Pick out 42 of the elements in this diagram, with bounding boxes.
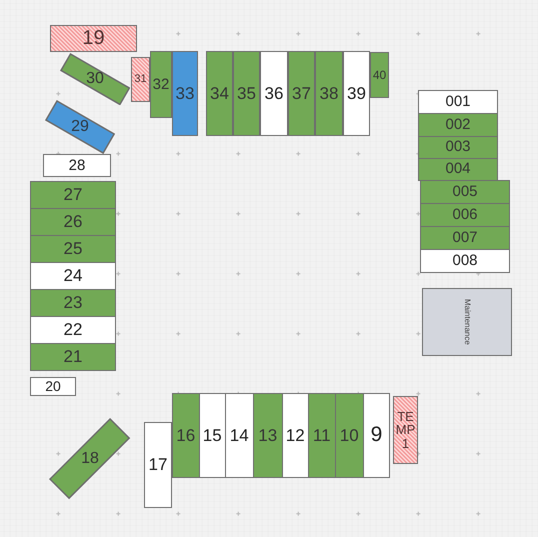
stall: 23	[30, 289, 116, 317]
maintenance-area: Maintenance	[422, 288, 512, 356]
stall: 18	[49, 418, 131, 500]
stall: 004	[418, 158, 498, 180]
stall: 10	[335, 393, 364, 478]
stall: 005	[420, 180, 510, 204]
stall: 9	[363, 393, 390, 478]
stall: 37	[288, 51, 315, 136]
stall: 21	[30, 343, 116, 371]
stall: 15	[199, 393, 226, 478]
stall: 002	[418, 113, 498, 136]
stall: 30	[60, 52, 130, 106]
stall: 003	[418, 136, 498, 158]
stall: 36	[260, 51, 288, 136]
stall: 24	[30, 262, 116, 290]
stall: 38	[315, 51, 343, 136]
stall: 007	[420, 226, 510, 250]
stall: 33	[172, 51, 198, 136]
stall: 40	[370, 52, 389, 98]
stall: 16	[172, 393, 200, 478]
stall: 35	[233, 51, 260, 136]
stall: 25	[30, 235, 116, 263]
stall: 001	[418, 90, 498, 114]
stall: 39	[343, 51, 370, 136]
stall: 13	[253, 393, 282, 478]
hatched-stall: 19	[50, 25, 137, 52]
stall: 27	[30, 181, 116, 208]
stall: 28	[43, 154, 111, 177]
stall: 11	[308, 393, 336, 478]
stall: 006	[420, 203, 510, 226]
stall: 14	[225, 393, 254, 478]
stall: 32	[150, 51, 172, 118]
stall: 22	[30, 316, 116, 344]
stall: 008	[420, 249, 510, 272]
hatched-stall: 31	[131, 57, 150, 102]
stall: 26	[30, 208, 116, 236]
stall: 17	[144, 422, 172, 508]
stall: 20	[30, 377, 76, 396]
stall: 34	[206, 51, 233, 136]
stall: 12	[282, 393, 308, 478]
hatched-stall: TEMP 1	[393, 396, 418, 464]
stall: 29	[44, 100, 116, 154]
